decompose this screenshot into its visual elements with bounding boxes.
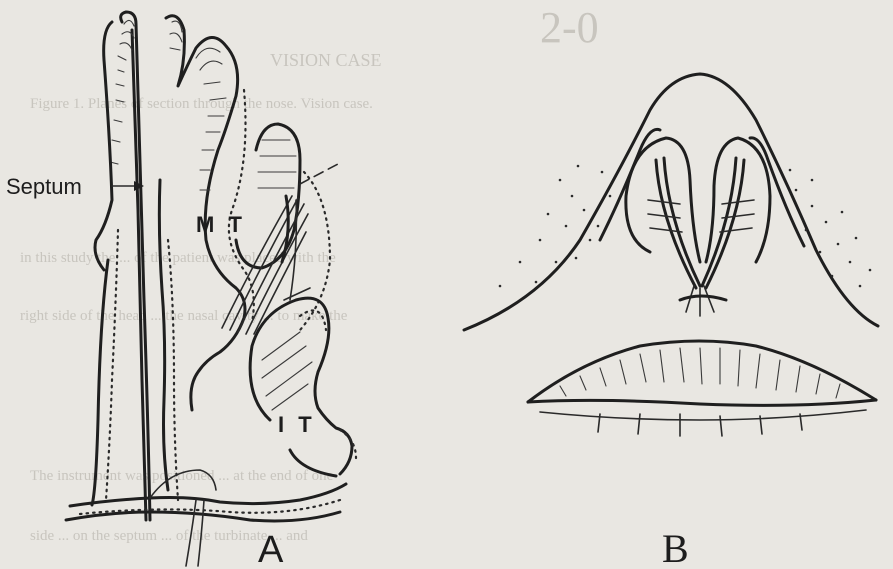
middle-turbinate-label: M T	[196, 212, 246, 237]
panel-b-label: B	[662, 526, 689, 569]
upper-lip-outline	[528, 341, 876, 402]
bleed-line-2: in this study the ... of the patient was…	[20, 250, 336, 266]
lip-line	[528, 400, 876, 405]
bleed-line-1: Figure 1. Planes of section through the …	[30, 96, 373, 112]
nostril-instruments	[648, 158, 754, 316]
inferior-turbinate-outline	[250, 298, 352, 474]
pointer-dashed	[300, 164, 338, 184]
cheek-stipple-right	[789, 169, 872, 288]
septum-label: Septum	[6, 174, 82, 199]
nasal-floor	[70, 484, 346, 506]
bleed-line-4: The instrument was positioned ... at the…	[30, 468, 334, 484]
lower-margin	[540, 410, 866, 420]
septum-arrowhead	[134, 181, 144, 191]
inferior-turbinate-hatching	[262, 332, 312, 410]
meatal-process-mucosa	[168, 240, 178, 500]
uncinate-hatching	[258, 140, 296, 188]
bleed-heading: 2-0	[540, 3, 599, 52]
panel-b-drawing	[464, 74, 878, 436]
lip-hatching	[560, 348, 840, 398]
inferior-turbinate-label: I T	[278, 412, 316, 437]
bleed-line-3: right side of the head ... the nasal cav…	[20, 308, 348, 324]
bleed-subheading: VISION CASE	[270, 50, 382, 70]
floor-mucosa	[80, 500, 340, 514]
meatal-process	[159, 180, 168, 490]
columella	[680, 296, 726, 300]
panel-a-label: A	[258, 529, 284, 569]
septum-hatching	[110, 20, 134, 164]
